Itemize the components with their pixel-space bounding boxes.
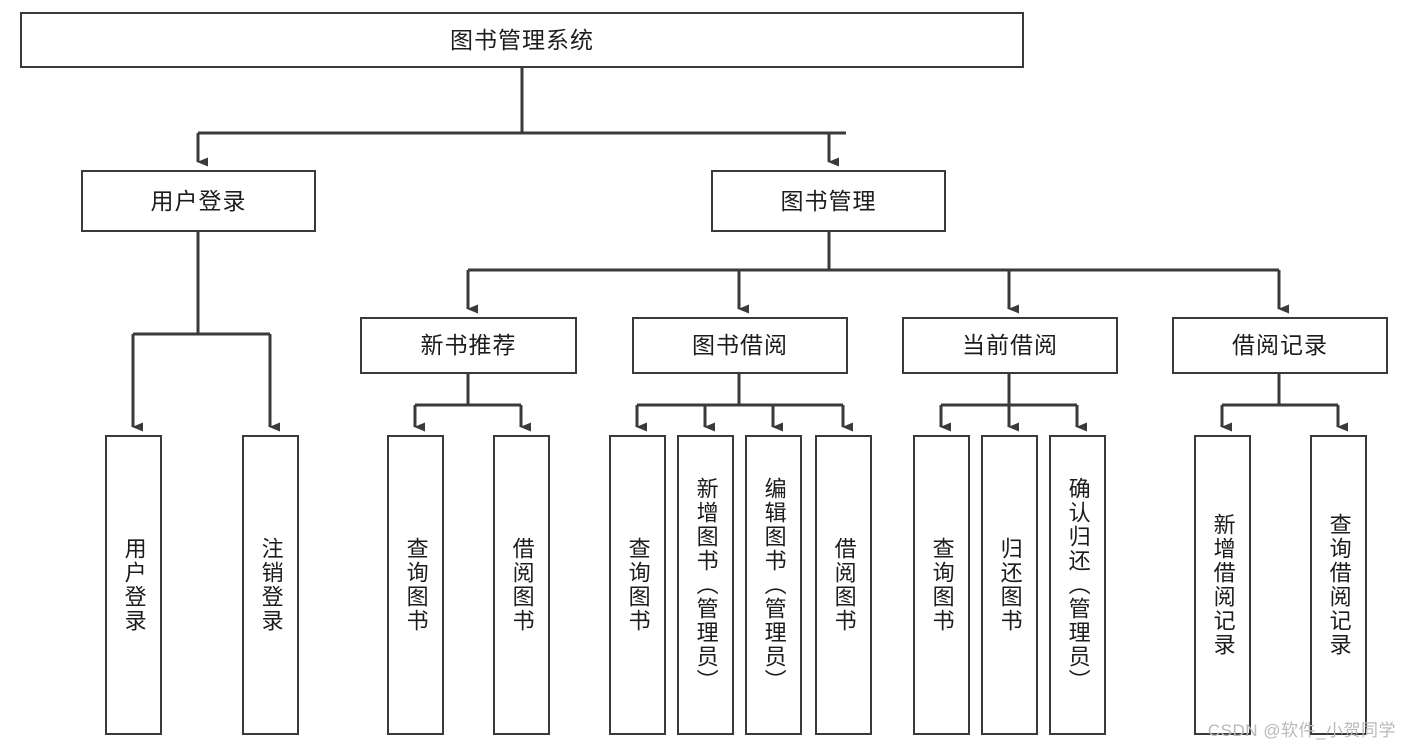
node-label: 查询图书 — [403, 537, 429, 633]
leaf-user-login-logout[interactable]: 注销登录 — [242, 435, 299, 735]
node-book-management[interactable]: 图书管理 — [711, 170, 946, 232]
node-book-borrow[interactable]: 图书借阅 — [632, 317, 848, 374]
leaf-current-borrow-query[interactable]: 查询图书 — [913, 435, 970, 735]
node-label: 图书管理系统 — [450, 26, 594, 53]
leaf-book-borrow-add[interactable]: 新增图书（管理员） — [677, 435, 734, 735]
node-label: 归还图书 — [997, 537, 1023, 633]
node-label: 新增借阅记录 — [1210, 513, 1236, 657]
leaf-borrow-record-query[interactable]: 查询借阅记录 — [1310, 435, 1367, 735]
node-label: 查询图书 — [625, 537, 651, 633]
leaf-current-borrow-return[interactable]: 归还图书 — [981, 435, 1038, 735]
leaf-new-book-borrow[interactable]: 借阅图书 — [493, 435, 550, 735]
node-label: 当前借阅 — [962, 332, 1058, 358]
node-label: 确认归还（管理员） — [1065, 477, 1091, 693]
leaf-current-borrow-confirm[interactable]: 确认归还（管理员） — [1049, 435, 1106, 735]
node-current-borrow[interactable]: 当前借阅 — [902, 317, 1118, 374]
csdn-watermark: CSDN @软件_小贺同学 — [1207, 721, 1396, 740]
node-label: 查询借阅记录 — [1326, 513, 1352, 657]
node-root-system[interactable]: 图书管理系统 — [20, 12, 1024, 68]
node-label: 用户登录 — [150, 187, 247, 214]
node-label: 注销登录 — [258, 537, 284, 633]
node-user-login[interactable]: 用户登录 — [81, 170, 316, 232]
node-label: 用户登录 — [121, 537, 147, 633]
node-label: 借阅图书 — [831, 537, 857, 633]
leaf-book-borrow-edit[interactable]: 编辑图书（管理员） — [745, 435, 802, 735]
node-new-book-recommend[interactable]: 新书推荐 — [360, 317, 577, 374]
leaf-book-borrow-lend[interactable]: 借阅图书 — [815, 435, 872, 735]
node-label: 借阅图书 — [509, 537, 535, 633]
leaf-user-login-login[interactable]: 用户登录 — [105, 435, 162, 735]
node-label: 借阅记录 — [1232, 332, 1328, 358]
leaf-borrow-record-add[interactable]: 新增借阅记录 — [1194, 435, 1251, 735]
node-label: 编辑图书（管理员） — [761, 477, 787, 693]
leaf-new-book-query[interactable]: 查询图书 — [387, 435, 444, 735]
node-label: 新书推荐 — [420, 332, 517, 358]
leaf-book-borrow-query[interactable]: 查询图书 — [609, 435, 666, 735]
node-label: 新增图书（管理员） — [693, 477, 719, 693]
node-label: 查询图书 — [929, 537, 955, 633]
node-label: 图书借阅 — [692, 332, 788, 358]
node-borrow-record[interactable]: 借阅记录 — [1172, 317, 1388, 374]
node-label: 图书管理 — [780, 187, 877, 214]
